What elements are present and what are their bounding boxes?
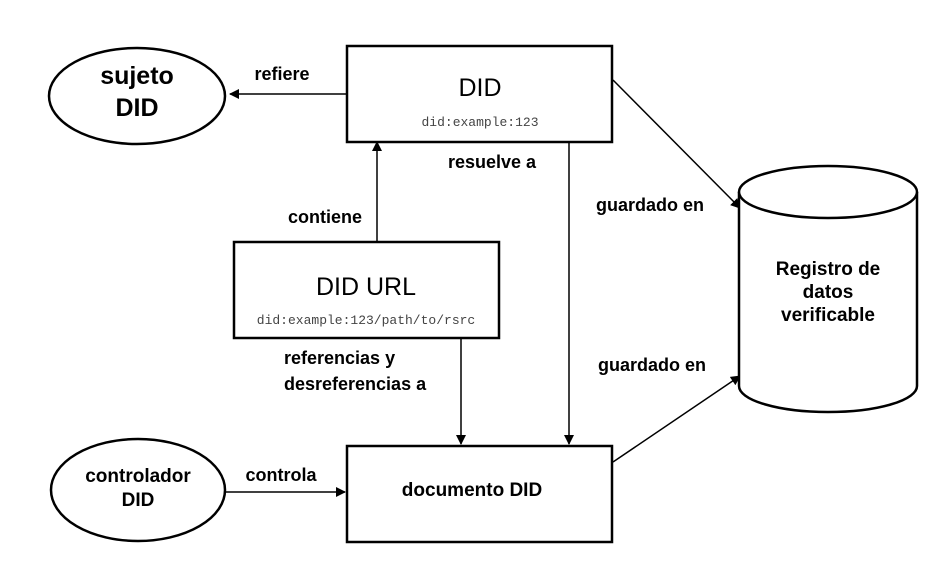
did-subject-label-line1: sujeto bbox=[100, 62, 174, 90]
did-subject-node bbox=[47, 46, 227, 146]
registry-label-line2: datos bbox=[803, 282, 854, 303]
did-node bbox=[345, 44, 614, 144]
did-subject-label-line2: DID bbox=[115, 94, 158, 122]
did-node-example: did:example:123 bbox=[421, 115, 538, 130]
did-controller-label-line2: DID bbox=[122, 490, 155, 511]
did-node-title: DID bbox=[458, 74, 501, 102]
edge-label-refers: refiere bbox=[254, 64, 309, 84]
edge-label-references-line2: desreferencias a bbox=[284, 374, 427, 394]
edge-label-controls: controla bbox=[245, 465, 317, 485]
edge-stored-top-line bbox=[612, 79, 741, 209]
edge-label-contains: contiene bbox=[288, 207, 362, 227]
edge-label-stored-in-top: guardado en bbox=[596, 195, 704, 215]
did-controller-label-line1: controlador bbox=[85, 466, 191, 487]
did-document-title: documento DID bbox=[402, 480, 542, 501]
did-controller-node bbox=[49, 437, 227, 543]
registry-node-top bbox=[737, 164, 919, 220]
edge-label-references-line1: referencias y bbox=[284, 348, 395, 368]
edge-label-resolves-to: resuelve a bbox=[448, 152, 537, 172]
edge-stored-bottom-line bbox=[612, 375, 741, 463]
edge-label-stored-in-bottom: guardado en bbox=[598, 355, 706, 375]
registry-label-line3: verificable bbox=[781, 305, 875, 326]
did-url-node bbox=[232, 240, 501, 340]
did-document-node bbox=[345, 444, 614, 544]
registry-node bbox=[737, 192, 919, 414]
did-url-node-example: did:example:123/path/to/rsrc bbox=[257, 313, 475, 328]
registry-label-line1: Registro de bbox=[776, 259, 881, 280]
did-url-node-title: DID URL bbox=[316, 273, 416, 301]
